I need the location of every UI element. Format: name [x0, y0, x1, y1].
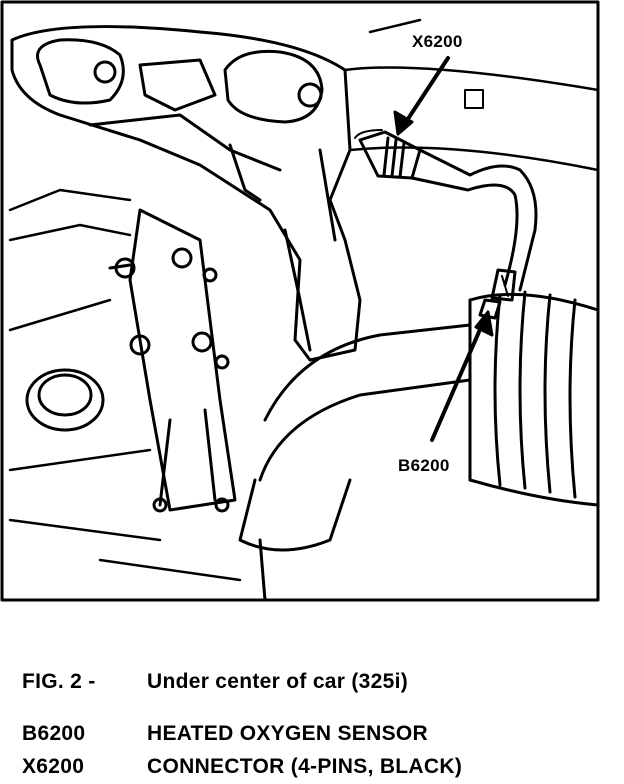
legend-description: HEATED OXYGEN SENSOR: [147, 722, 428, 745]
legend-code: X6200: [22, 755, 85, 778]
callout-label-b6200: B6200: [398, 456, 450, 475]
callout-label-x6200: X6200: [412, 32, 463, 51]
reference-square-mark: [464, 89, 484, 109]
floor-pan: [8, 18, 600, 582]
floor-grommet: [25, 368, 105, 432]
figure-label: FIG. 2 -: [22, 670, 96, 693]
b6200-pointer-arrow: [430, 310, 494, 442]
legend-code: B6200: [22, 722, 86, 745]
under-car-illustration: [0, 0, 600, 602]
exhaust-pipe: [238, 290, 600, 602]
legend-description: CONNECTOR (4-PINS, BLACK): [147, 755, 463, 778]
illustration-frame: [0, 0, 600, 602]
figure-title: Under center of car (325i): [147, 670, 409, 693]
b6200-sensor: [478, 268, 517, 320]
mounting-plate: [108, 208, 237, 513]
crossmember-bracket: [10, 25, 362, 362]
